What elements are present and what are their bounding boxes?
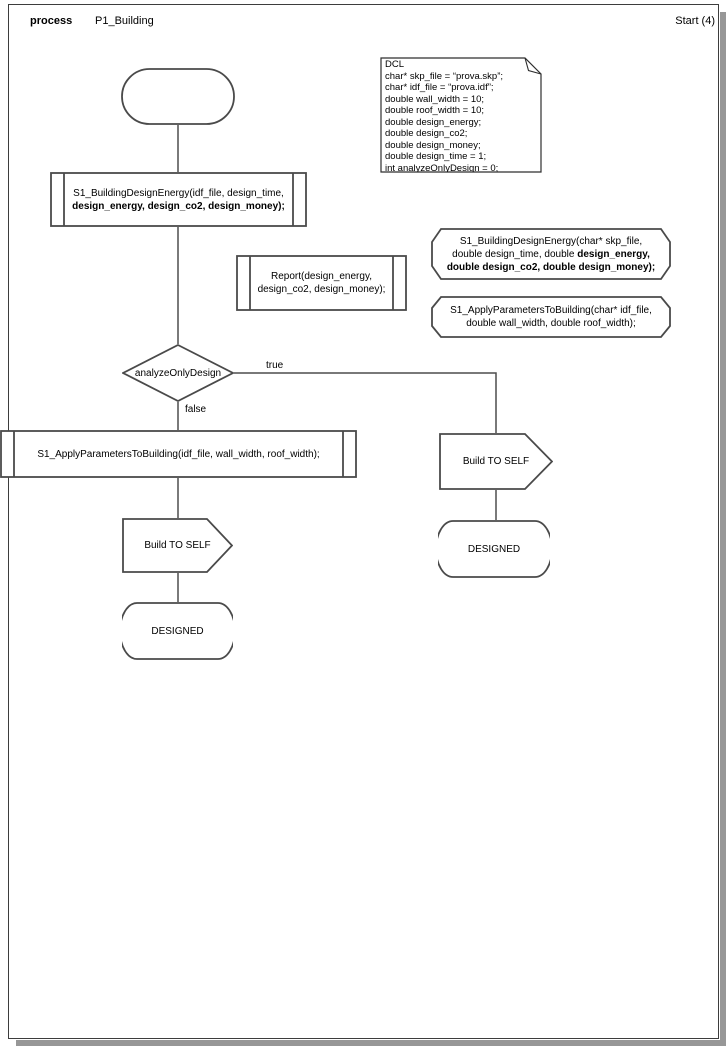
state-designed-right-label: DESIGNED [467, 543, 521, 555]
procedure-declaration-shape [431, 228, 671, 280]
procedure-declaration-apply-parameters[interactable]: S1_ApplyParametersToBuilding(char* idf_f… [431, 296, 671, 338]
header-kind-label: process [30, 15, 73, 27]
output-build-to-self-right-label: Build TO SELF [462, 456, 530, 467]
header-page-label: Start (4) [675, 15, 715, 27]
state-shape [438, 520, 550, 578]
procedure-call-shape [50, 172, 307, 227]
decision-label: analyzeOnlyDesign [134, 367, 222, 379]
decision-analyze-only-design[interactable]: analyzeOnlyDesign [122, 344, 234, 402]
state-designed-right[interactable]: DESIGNED [438, 520, 550, 578]
page-shadow-bottom [16, 1040, 726, 1046]
state-shape [122, 602, 233, 660]
procedure-call-design-energy[interactable]: S1_BuildingDesignEnergy(idf_file, design… [50, 172, 307, 227]
output-build-to-self-left-label: Build TO SELF [144, 540, 211, 551]
branch-label-true: true [266, 360, 284, 371]
procedure-call-apply-parameters[interactable]: S1_ApplyParametersToBuilding(idf_file, w… [0, 430, 357, 478]
output-build-to-self-right[interactable]: Build TO SELF [439, 433, 553, 490]
page-shadow-right [720, 12, 726, 1046]
output-signal-shape [122, 518, 233, 573]
output-signal-shape [439, 433, 553, 490]
output-build-to-self-left[interactable]: Build TO SELF [122, 518, 233, 573]
procedure-call-design-energy-text: S1_BuildingDesignEnergy(idf_file, design… [72, 187, 285, 212]
branch-label-false: false [185, 404, 207, 415]
state-designed-left-label: DESIGNED [151, 625, 204, 637]
procedure-call-apply-parameters-text: S1_ApplyParametersToBuilding(idf_file, w… [37, 448, 320, 460]
procedure-call-report-text: Report(design_energy,design_co2, design_… [257, 271, 386, 295]
state-designed-left[interactable]: DESIGNED [122, 602, 233, 660]
procedure-declaration-design-energy-text: S1_BuildingDesignEnergy(char* skp_file,d… [446, 235, 656, 273]
procedure-declaration-apply-parameters-text: S1_ApplyParametersToBuilding(char* idf_f… [450, 305, 652, 329]
note-fold-icon [524, 57, 542, 75]
header-process-name: P1_Building [95, 15, 154, 27]
note-shape-icon [380, 57, 542, 173]
start-terminator-label [121, 68, 235, 125]
procedure-declaration-design-energy[interactable]: S1_BuildingDesignEnergy(char* skp_file,d… [431, 228, 671, 280]
start-terminator[interactable] [121, 68, 235, 125]
decision-diamond-shape [122, 344, 234, 402]
start-terminator-shape [121, 68, 235, 125]
connector-true-branch [234, 372, 497, 433]
procedure-call-shape [236, 255, 407, 311]
procedure-call-report[interactable]: Report(design_energy,design_co2, design_… [236, 255, 407, 311]
procedure-call-shape [0, 430, 357, 478]
procedure-declaration-shape [431, 296, 671, 338]
